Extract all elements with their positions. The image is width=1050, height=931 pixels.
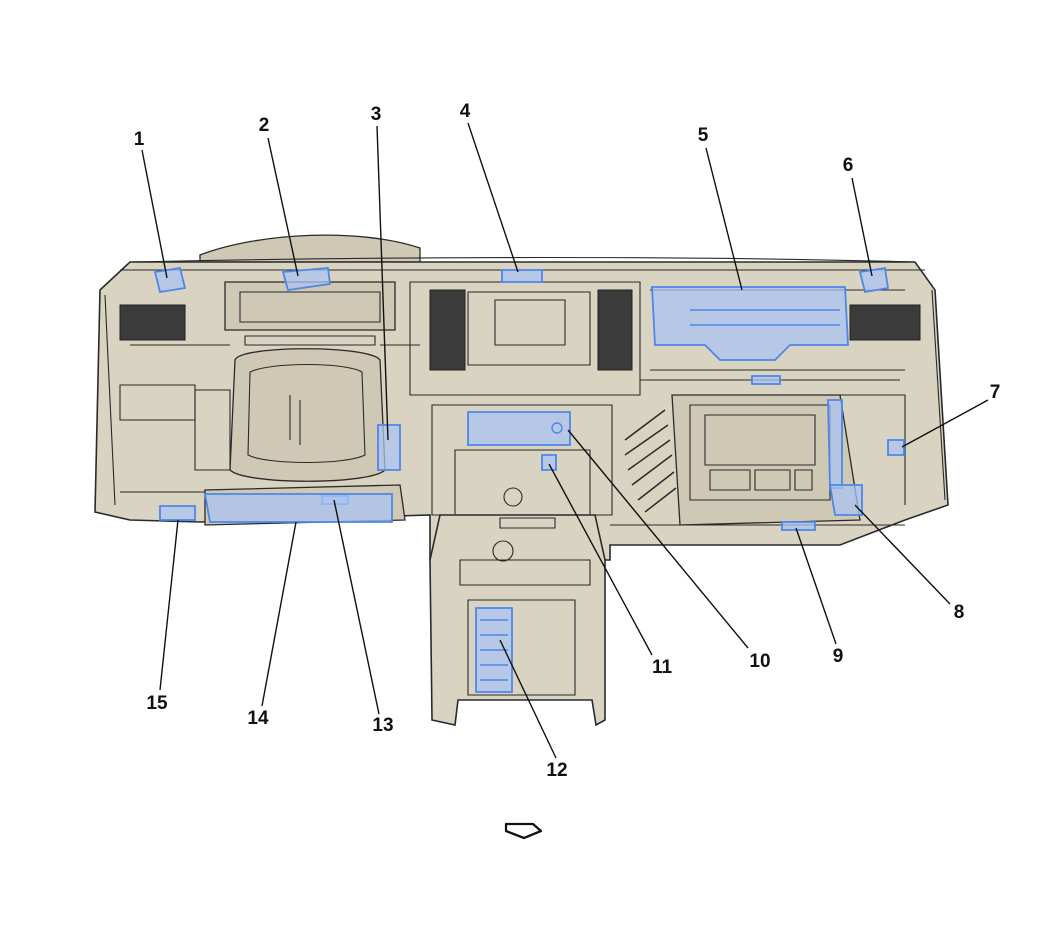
leader-lines [141, 122, 989, 759]
callout-2: 2 [259, 115, 270, 136]
component-15 [159, 505, 196, 521]
callout-6: 6 [843, 155, 854, 176]
view-direction-arrow-icon [504, 822, 543, 840]
callout-1: 1 [134, 129, 145, 150]
air-vents [119, 289, 921, 371]
callout-labels: 1 2 3 4 5 6 7 8 9 10 11 12 13 14 15 [134, 101, 1001, 781]
callout-3: 3 [371, 104, 382, 125]
component-8b [828, 484, 863, 516]
hatch-pattern [624, 409, 677, 513]
callout-8: 8 [954, 602, 965, 623]
callout-7: 7 [990, 382, 1001, 403]
callout-15: 15 [146, 693, 168, 714]
component-5b [751, 375, 781, 385]
callout-11: 11 [652, 657, 673, 678]
callout-12: 12 [546, 760, 567, 781]
highlighted-components [153, 266, 905, 693]
component-11 [541, 454, 557, 471]
component-2 [281, 267, 332, 292]
component-5 [651, 286, 849, 361]
callout-9: 9 [833, 646, 844, 667]
component-7 [887, 439, 905, 456]
component-1 [153, 266, 187, 294]
component-9 [781, 521, 816, 531]
callout-13: 13 [372, 715, 393, 736]
callout-5: 5 [698, 125, 709, 146]
component-8 [827, 399, 843, 489]
component-3 [377, 424, 401, 471]
component-10 [467, 411, 571, 446]
callout-4: 4 [460, 101, 471, 122]
component-6 [858, 266, 890, 294]
component-4 [501, 269, 543, 283]
callout-14: 14 [247, 708, 269, 729]
component-14 [203, 493, 393, 523]
callout-10: 10 [749, 651, 770, 672]
